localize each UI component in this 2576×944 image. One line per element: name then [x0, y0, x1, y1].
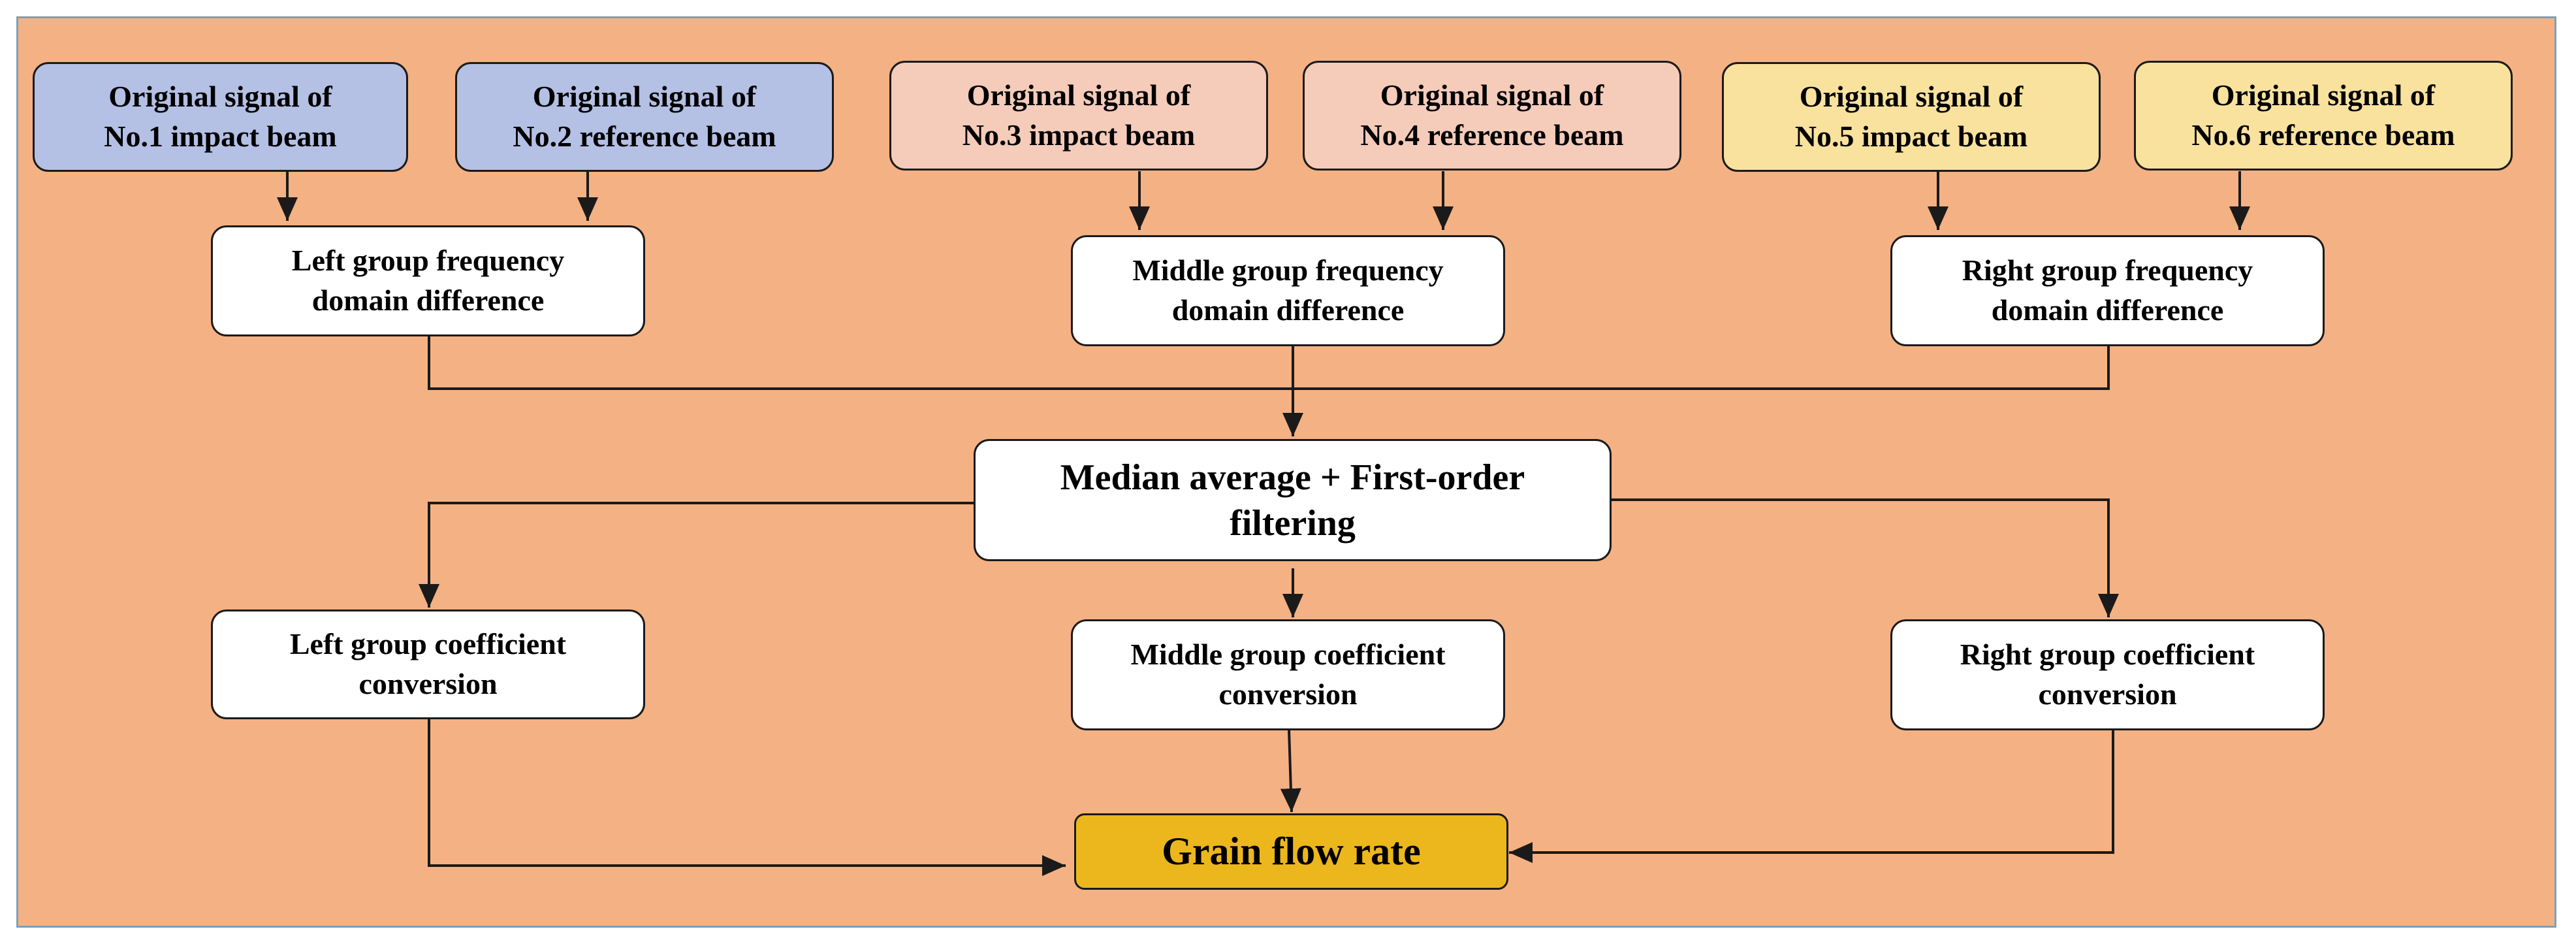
middle-group-difference-box: Middle group frequency domain difference — [1071, 235, 1505, 346]
left-group-difference-box: Left group frequency domain difference — [211, 225, 645, 336]
right-group-difference-label: Right group frequency domain difference — [1962, 253, 2253, 327]
left-group-conversion-label: Left group coefficient conversion — [289, 627, 567, 700]
right-group-conversion-label: Right group coefficient conversion — [1960, 638, 2255, 711]
middle-group-difference-label: Middle group frequency domain difference — [1132, 253, 1444, 327]
middle-group-conversion-label: Middle group coefficient conversion — [1130, 638, 1446, 711]
source-label: Original signal of No.3 impact beam — [962, 78, 1196, 152]
source-box-no5-impact-beam: Original signal of No.5 impact beam — [1722, 62, 2101, 172]
left-group-difference-label: Left group frequency domain difference — [291, 244, 565, 317]
source-label: Original signal of No.4 reference beam — [1360, 78, 1624, 152]
right-group-conversion-box: Right group coefficient conversion — [1890, 619, 2325, 730]
middle-group-conversion-box: Middle group coefficient conversion — [1071, 619, 1505, 730]
grain-flow-rate-box: Grain flow rate — [1074, 813, 1508, 890]
source-label: Original signal of No.1 impact beam — [104, 80, 337, 153]
source-label: Original signal of No.5 impact beam — [1794, 80, 2028, 153]
source-box-no2-reference-beam: Original signal of No.2 reference beam — [455, 62, 834, 172]
source-box-no4-reference-beam: Original signal of No.4 reference beam — [1303, 61, 1681, 171]
left-group-conversion-box: Left group coefficient conversion — [211, 610, 645, 719]
source-label: Original signal of No.6 reference beam — [2191, 78, 2455, 152]
median-filtering-box: Median average + First-order filtering — [974, 439, 1612, 561]
source-box-no6-reference-beam: Original signal of No.6 reference beam — [2134, 61, 2513, 171]
source-label: Original signal of No.2 reference beam — [513, 80, 776, 153]
grain-flow-rate-label: Grain flow rate — [1162, 829, 1421, 873]
source-box-no1-impact-beam: Original signal of No.1 impact beam — [33, 62, 408, 172]
right-group-difference-box: Right group frequency domain difference — [1890, 235, 2325, 346]
median-filtering-label: Median average + First-order filtering — [1060, 457, 1525, 544]
source-box-no3-impact-beam: Original signal of No.3 impact beam — [889, 61, 1268, 171]
